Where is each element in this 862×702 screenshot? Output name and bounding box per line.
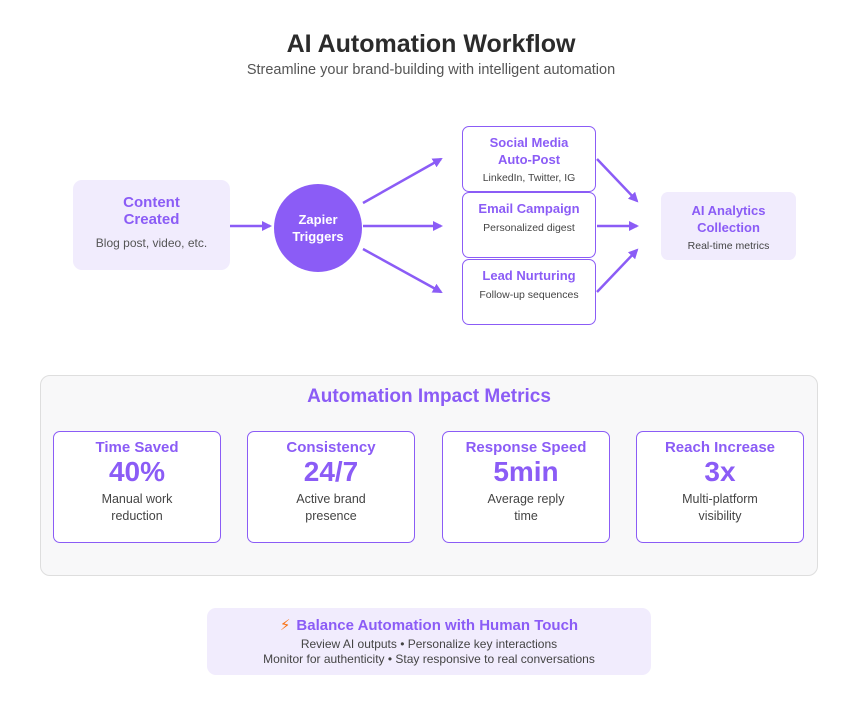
metric-card-response-speed: Response Speed 5min Average reply time — [442, 431, 610, 543]
metric-value: 3x — [704, 456, 736, 487]
content-created-desc: Blog post, video, etc. — [95, 236, 208, 250]
metric-value: 24/7 — [303, 456, 359, 487]
social-media-node: Social Media Auto-Post LinkedIn, Twitter… — [462, 126, 596, 192]
arrow-trigger-to-social — [362, 157, 443, 205]
callout-heading-row: ⚡ Balance Automation with Human Touch — [207, 616, 651, 634]
content-created-label: Content Created — [123, 194, 180, 228]
email-campaign-desc: Personalized digest — [483, 221, 575, 234]
email-campaign-label: Email Campaign — [478, 201, 580, 216]
social-media-desc: LinkedIn, Twitter, IG — [482, 172, 576, 184]
zapier-triggers-node: Zapier Triggers — [274, 184, 362, 272]
arrow-lead-to-analytics — [596, 248, 639, 293]
metric-desc: Multi-platform visibility — [682, 492, 758, 523]
metric-desc: Average reply time — [487, 492, 565, 523]
email-campaign-node: Email Campaign Personalized digest — [462, 192, 596, 258]
human-touch-callout: ⚡ Balance Automation with Human Touch Rev… — [207, 608, 651, 675]
callout-line-1: Review AI outputs • Personalize key inte… — [300, 637, 558, 651]
metric-card-time-saved: Time Saved 40% Manual work reduction — [53, 431, 221, 543]
arrow-social-to-analytics — [596, 158, 639, 203]
metric-desc: Active brand presence — [296, 492, 366, 523]
lead-nurturing-node: Lead Nurturing Follow-up sequences — [462, 259, 596, 325]
page-subtitle: Streamline your brand-building with inte… — [246, 62, 616, 78]
content-created-node: Content Created Blog post, video, etc. — [73, 180, 230, 270]
metric-card-consistency: Consistency 24/7 Active brand presence — [247, 431, 415, 543]
metric-value: 40% — [108, 456, 166, 487]
metric-card-reach-increase: Reach Increase 3x Multi-platform visibil… — [636, 431, 804, 543]
lead-nurturing-label: Lead Nurturing — [482, 268, 576, 283]
ai-analytics-node: AI Analytics Collection Real-time metric… — [661, 192, 796, 260]
metrics-panel: Automation Impact Metrics Time Saved 40%… — [40, 375, 818, 576]
metric-desc: Manual work reduction — [101, 492, 173, 523]
arrow-trigger-to-lead — [362, 247, 443, 294]
page-title: AI Automation Workflow — [286, 30, 576, 58]
callout-line-2: Monitor for authenticity • Stay responsi… — [263, 652, 595, 666]
metric-label: Response Speed — [465, 439, 587, 456]
metric-value: 5min — [493, 456, 559, 487]
ai-analytics-desc: Real-time metrics — [687, 240, 770, 252]
social-media-label: Social Media Auto-Post — [489, 135, 569, 167]
ai-analytics-label: AI Analytics Collection — [691, 203, 766, 235]
lead-nurturing-desc: Follow-up sequences — [479, 288, 579, 301]
zapier-triggers-label: Zapier Triggers — [292, 212, 344, 244]
metric-label: Reach Increase — [664, 439, 776, 456]
metric-label: Consistency — [286, 439, 376, 456]
callout-heading: Balance Automation with Human Touch — [296, 617, 579, 634]
lightning-icon: ⚡ — [279, 617, 291, 634]
metrics-title: Automation Impact Metrics — [307, 386, 551, 407]
metric-label: Time Saved — [95, 439, 179, 456]
